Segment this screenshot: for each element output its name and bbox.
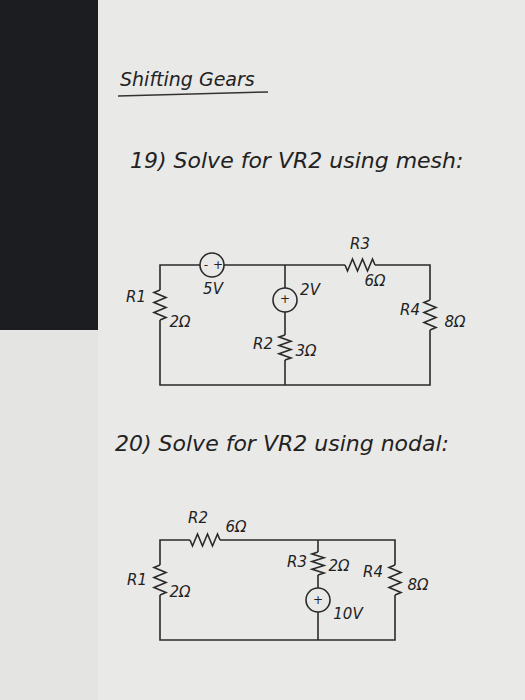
resistor-symbol: [312, 552, 324, 575]
wire: [160, 540, 190, 565]
part-label: R2: [253, 337, 273, 352]
keyboard-edge: [0, 0, 98, 330]
source-value: 5V: [203, 282, 223, 297]
wire: [220, 540, 395, 565]
resistance-value: 6Ω: [364, 274, 385, 289]
wire: [160, 265, 200, 290]
paper-sheet: [98, 0, 525, 700]
polarity-sign: +: [313, 594, 323, 606]
wire: [160, 595, 395, 640]
part-label: R2: [188, 511, 208, 526]
resistor-symbol: [190, 534, 220, 546]
title-underline: [118, 92, 268, 96]
polarity-sign: -: [204, 259, 208, 271]
part-label: R3: [287, 555, 307, 570]
part-label: R4: [400, 303, 420, 318]
voltage-source: [200, 253, 224, 277]
resistance-value: 8Ω: [444, 315, 465, 330]
voltage-source: [273, 288, 297, 312]
part-label: R1: [127, 573, 147, 588]
problem-text: 20) Solve for VR2 using nodal:: [115, 433, 449, 455]
part-label: R3: [350, 237, 370, 252]
wire: [160, 320, 430, 385]
wire: [317, 540, 319, 552]
wire: [284, 312, 286, 335]
polarity-sign: +: [213, 259, 223, 271]
resistor-symbol: [154, 565, 166, 595]
wire: [284, 360, 286, 385]
resistor-symbol: [279, 335, 291, 360]
page-title: Shifting Gears: [120, 70, 255, 89]
wire: [317, 575, 319, 588]
resistance-value: 2Ω: [169, 585, 190, 600]
resistor-symbol: [389, 565, 401, 595]
wire: [284, 265, 286, 288]
resistor-symbol: [424, 300, 436, 330]
polarity-sign: +: [280, 293, 290, 305]
resistor-symbol: [345, 259, 375, 271]
problem-text: 19) Solve for VR2 using mesh:: [130, 150, 463, 172]
source-value: 10V: [333, 607, 362, 622]
wire: [317, 612, 319, 640]
part-label: R1: [126, 290, 146, 305]
resistance-value: 2Ω: [328, 559, 349, 574]
resistance-value: 6Ω: [225, 520, 246, 535]
resistance-value: 2Ω: [169, 315, 190, 330]
resistor-symbol: [154, 290, 166, 320]
source-value: 2V: [300, 283, 320, 298]
voltage-source: [306, 588, 330, 612]
resistance-value: 3Ω: [295, 344, 316, 359]
part-label: R4: [363, 565, 383, 580]
resistance-value: 8Ω: [407, 578, 428, 593]
